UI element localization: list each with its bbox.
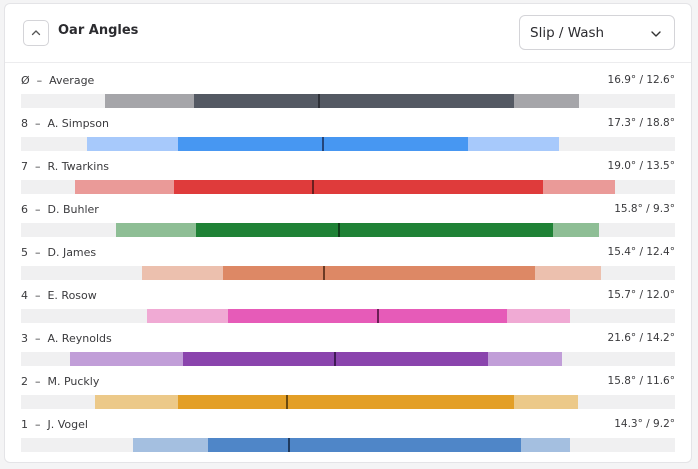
rower-row: 1 – J. Vogel 14.3° / 9.2° (5, 410, 691, 453)
angle-value: 14.3° / 9.2° (614, 418, 675, 430)
effective-range-bar (174, 180, 544, 194)
angle-track (21, 395, 675, 409)
rower-row: 3 – A. Reynolds 21.6° / 14.2° (5, 324, 691, 367)
effective-range-bar (223, 266, 535, 280)
rower-row: 7 – R. Twarkins 19.0° / 13.5° (5, 152, 691, 195)
rower-list: Ø – Average 16.9° / 12.6° 8 – A. Simpson 17… (5, 66, 691, 453)
effective-range-bar (227, 309, 507, 323)
effective-range-bar (196, 223, 554, 237)
angle-value: 17.3° / 18.8° (607, 117, 675, 129)
rower-label: 7 – R. Twarkins (21, 160, 110, 173)
effective-range-bar (207, 438, 521, 452)
perpendicular-marker (285, 395, 288, 409)
angle-value: 15.7° / 12.0° (607, 289, 675, 301)
metric-select-value: Slip / Wash (530, 25, 605, 41)
chevron-down-icon (651, 31, 661, 37)
angle-value: 16.9° / 12.6° (607, 74, 675, 86)
angle-track (21, 309, 675, 323)
metric-select[interactable]: Slip / Wash (519, 15, 675, 50)
angle-value: 21.6° / 14.2° (607, 332, 675, 344)
chevron-up-icon (31, 30, 41, 36)
angle-track (21, 352, 675, 366)
collapse-button[interactable] (23, 20, 49, 46)
oar-angles-card: Oar Angles Slip / Wash Ø – Average 16.9° … (4, 3, 692, 463)
rower-row: 6 – D. Buhler 15.8° / 9.3° (5, 195, 691, 238)
angle-value: 15.4° / 12.4° (607, 246, 675, 258)
rower-label: 8 – A. Simpson (21, 117, 109, 130)
effective-range-bar (193, 94, 514, 108)
rower-row: 4 – E. Rosow 15.7° / 12.0° (5, 281, 691, 324)
rower-label: 1 – J. Vogel (21, 418, 88, 431)
rower-label: 3 – A. Reynolds (21, 332, 112, 345)
card-title: Oar Angles (58, 23, 139, 38)
rower-label: Ø – Average (21, 74, 95, 87)
perpendicular-marker (312, 180, 315, 194)
angle-track (21, 180, 675, 194)
perpendicular-marker (288, 438, 290, 452)
rower-label: 4 – E. Rosow (21, 289, 97, 302)
angle-track (21, 266, 675, 280)
angle-track (21, 94, 675, 108)
angle-track (21, 137, 675, 151)
rower-row: Ø – Average 16.9° / 12.6° (5, 66, 691, 109)
angle-value: 15.8° / 11.6° (607, 375, 675, 387)
angle-value: 19.0° / 13.5° (607, 160, 675, 172)
card-header: Oar Angles Slip / Wash (5, 4, 691, 63)
angle-value: 15.8° / 9.3° (614, 203, 675, 215)
rower-label: 6 – D. Buhler (21, 203, 99, 216)
rower-label: 5 – D. James (21, 246, 97, 259)
angle-track (21, 223, 675, 237)
rower-row: 5 – D. James 15.4° / 12.4° (5, 238, 691, 281)
angle-track (21, 438, 675, 452)
perpendicular-marker (322, 266, 325, 280)
perpendicular-marker (318, 94, 321, 108)
effective-range-bar (178, 395, 514, 409)
rower-row: 2 – M. Puckly 15.8° / 11.6° (5, 367, 691, 410)
rower-label: 2 – M. Puckly (21, 375, 100, 388)
perpendicular-marker (337, 223, 340, 237)
perpendicular-marker (333, 352, 336, 366)
perpendicular-marker (321, 137, 324, 151)
rower-row: 8 – A. Simpson 17.3° / 18.8° (5, 109, 691, 152)
perpendicular-marker (376, 309, 379, 323)
